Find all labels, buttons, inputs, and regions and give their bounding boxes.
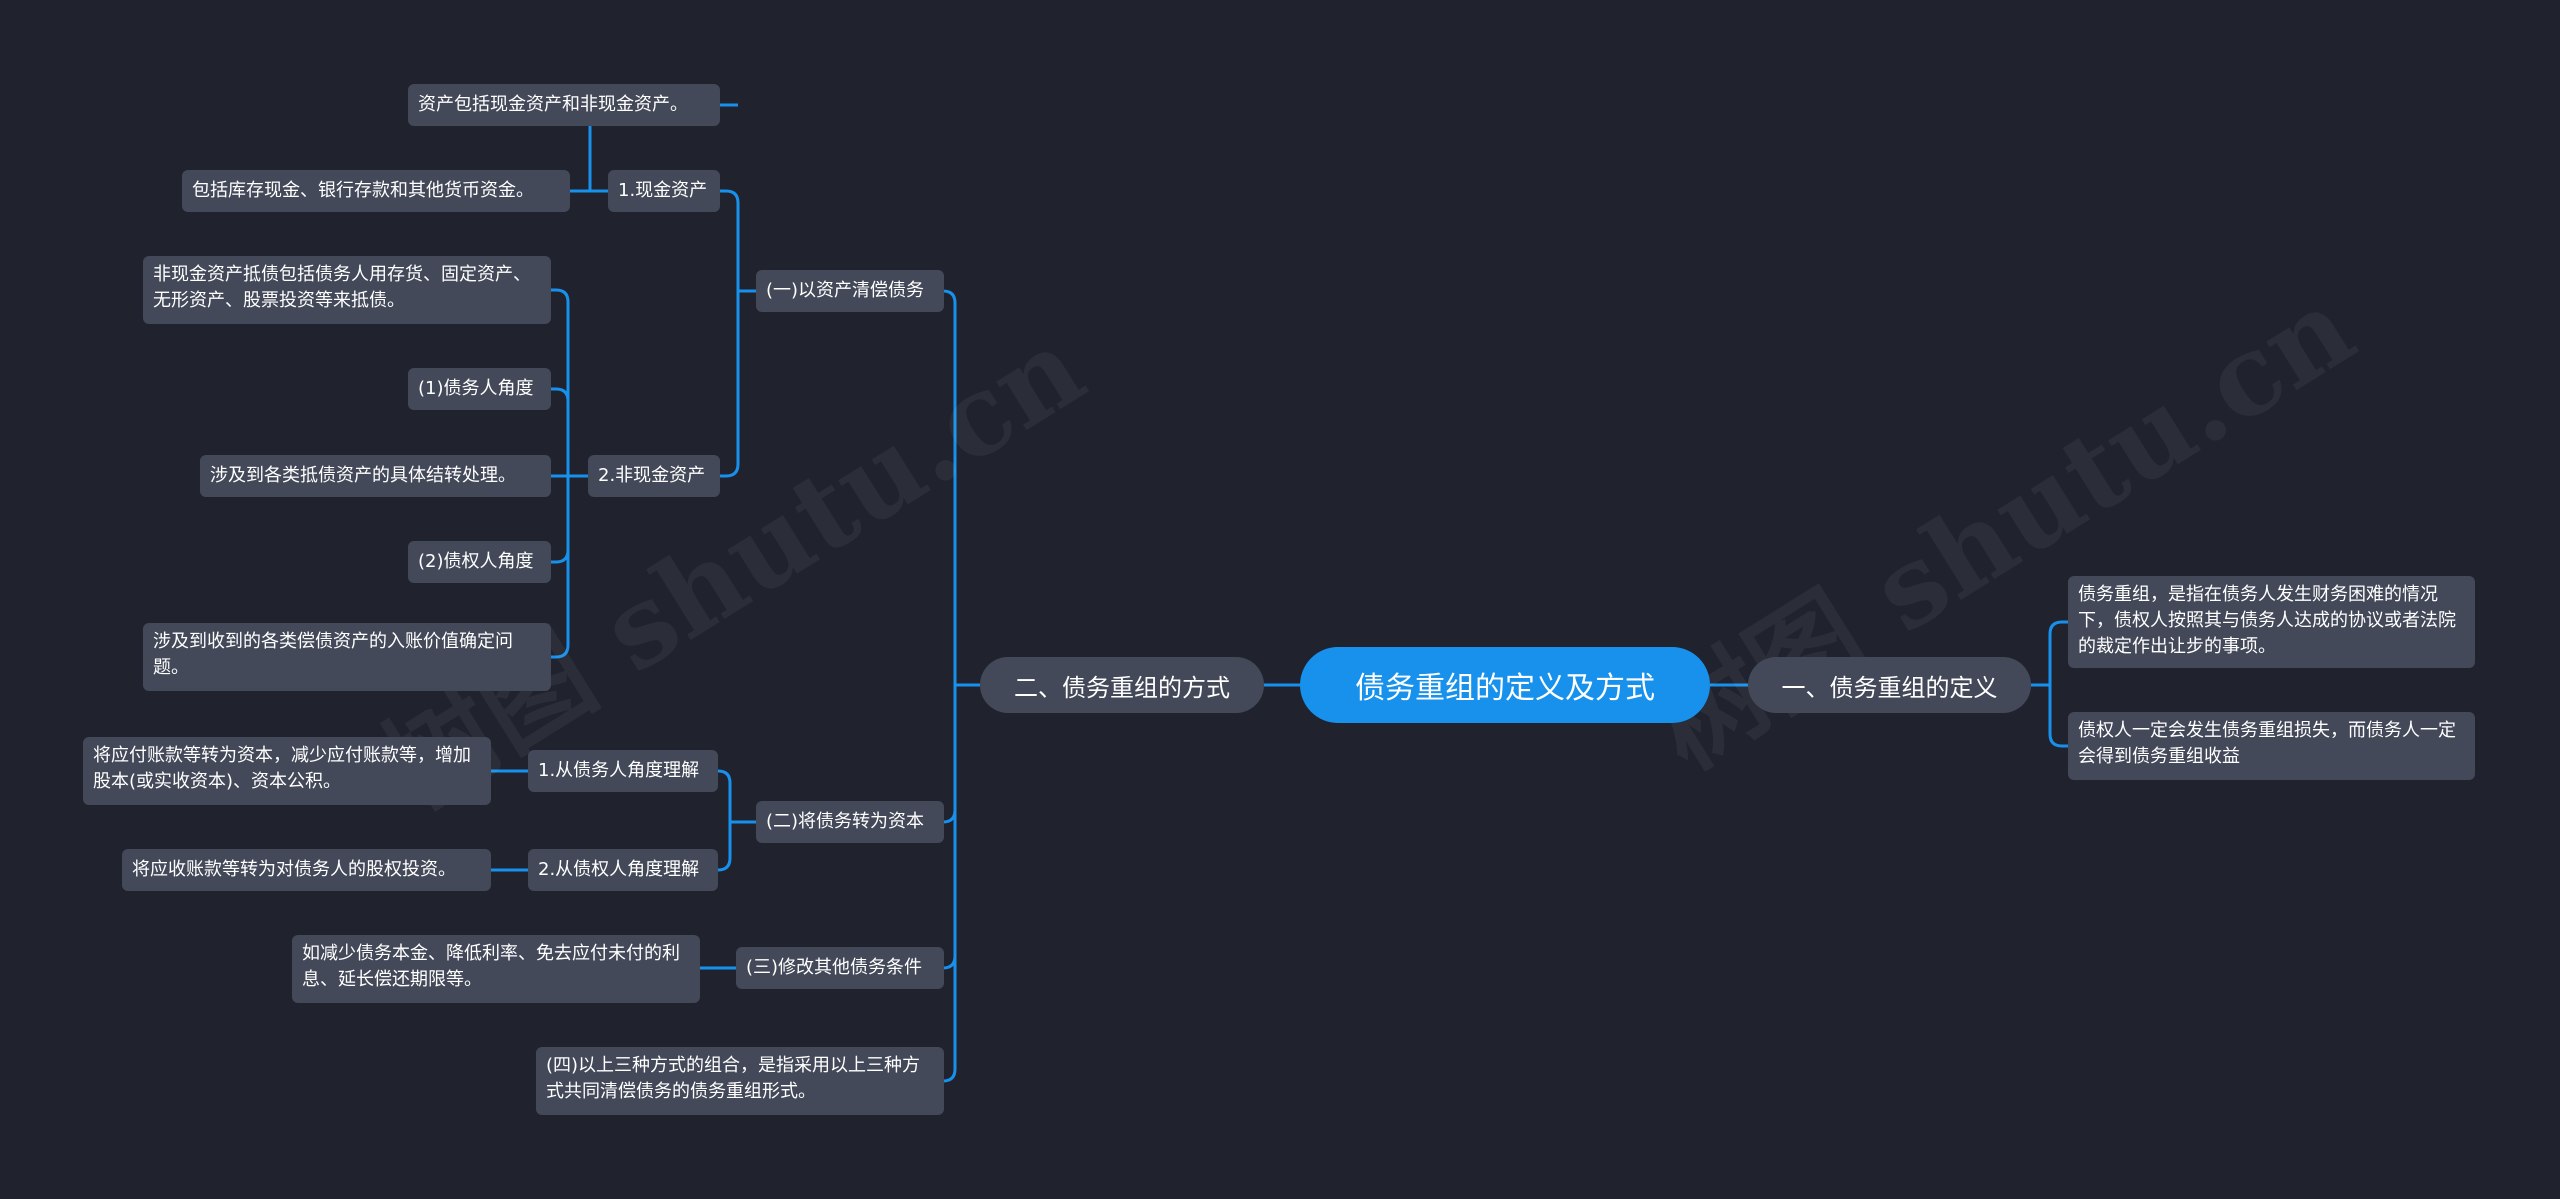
connector-line [717, 820, 756, 872]
root-node[interactable]: 债务重组的定义及方式 [1300, 647, 1710, 723]
asset-types-text[interactable]: 资产包括现金资产和非现金资产。 [408, 84, 720, 126]
debtor-perspective-detail[interactable]: 涉及到各类抵债资产的具体结转处理。 [200, 455, 551, 497]
connector-line [942, 683, 980, 824]
connector-line [2031, 620, 2068, 687]
creditor-view-node[interactable]: 2.从债权人角度理解 [528, 849, 718, 891]
definition-note[interactable]: 债权人一定会发生债务重组损失，而债务人一定会得到债务重组收益 [2068, 712, 2475, 780]
creditor-perspective-detail[interactable]: 涉及到收到的各类偿债资产的入账价值确定问题。 [143, 623, 551, 691]
noncash-asset-node[interactable]: 2.非现金资产 [588, 455, 720, 497]
connector-line [942, 683, 980, 970]
connector-line [551, 474, 588, 659]
connector-line [551, 387, 588, 478]
method-modify-terms[interactable]: (三)修改其他债务条件 [736, 947, 944, 989]
connector-line [942, 289, 980, 687]
modify-terms-detail[interactable]: 如减少债务本金、降低利率、免去应付未付的利息、延长偿还期限等。 [292, 935, 700, 1003]
method-combination[interactable]: (四)以上三种方式的组合，是指采用以上三种方式共同清偿债务的债务重组形式。 [536, 1047, 944, 1115]
cash-asset-detail[interactable]: 包括库存现金、银行存款和其他货币资金。 [182, 170, 570, 212]
debtor-view-node[interactable]: 1.从债务人角度理解 [528, 750, 718, 792]
connector-line [717, 769, 756, 824]
branch-definition[interactable]: 一、债务重组的定义 [1748, 657, 2031, 713]
connector-line [720, 189, 756, 293]
method-asset-repayment[interactable]: (一)以资产清偿债务 [756, 270, 944, 312]
connector-line [942, 683, 980, 1083]
branch-methods[interactable]: 二、债务重组的方式 [980, 657, 1264, 713]
connector-line [2031, 683, 2068, 748]
definition-text[interactable]: 债务重组，是指在债务人发生财务困难的情况下，债权人按照其与债务人达成的协议或者法… [2068, 576, 2475, 668]
creditor-perspective[interactable]: (2)债权人角度 [408, 541, 551, 583]
method-debt-to-capital[interactable]: (二)将债务转为资本 [756, 801, 944, 843]
debtor-view-detail[interactable]: 将应付账款等转为资本，减少应付账款等，增加股本(或实收资本)、资本公积。 [83, 737, 491, 805]
creditor-view-detail[interactable]: 将应收账款等转为对债务人的股权投资。 [122, 849, 491, 891]
debtor-perspective[interactable]: (1)债务人角度 [408, 368, 551, 410]
connector-line [720, 289, 756, 478]
cash-asset-node[interactable]: 1.现金资产 [608, 170, 720, 212]
noncash-asset-detail[interactable]: 非现金资产抵债包括债务人用存货、固定资产、无形资产、股票投资等来抵债。 [143, 256, 551, 324]
